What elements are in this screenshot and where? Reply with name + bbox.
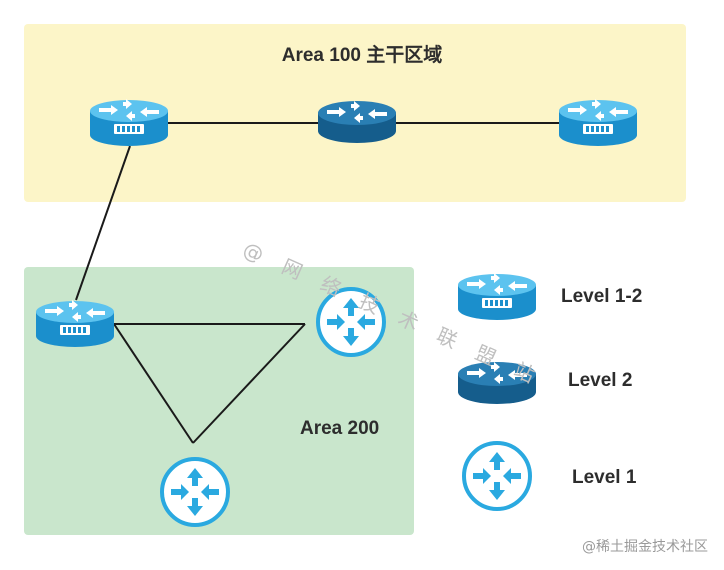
- legend-level12-icon: [458, 273, 536, 320]
- router-level12-icon: [559, 99, 637, 146]
- area-100-title: Area 100 主干区域: [281, 45, 443, 66]
- legend-level1-label: Level 1: [572, 467, 637, 488]
- legend-level1-icon: [462, 441, 532, 511]
- link-a200r1-a200r3: [113, 323, 194, 444]
- legend-level2-label: Level 2: [568, 370, 633, 391]
- router-level2-icon: [318, 101, 396, 143]
- router-level12-icon: [36, 300, 114, 347]
- router-level12-icon: [90, 99, 168, 146]
- area-200-title: Area 200: [300, 418, 380, 439]
- link-a200r2-a200r3: [192, 323, 306, 444]
- link-a100r1-a200r1: [75, 145, 131, 301]
- legend-level12-label: Level 1-2: [561, 286, 643, 307]
- footer-credit: @稀土掘金技术社区: [582, 539, 708, 555]
- router-level1-icon: [160, 457, 230, 527]
